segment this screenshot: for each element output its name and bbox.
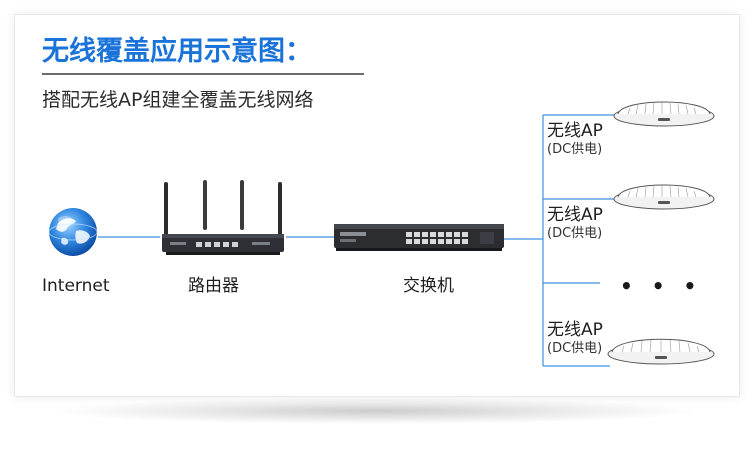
router-label: 路由器: [188, 276, 239, 296]
ap-2-power: (DC供电): [547, 226, 603, 241]
switch-label: 交换机: [403, 276, 454, 296]
ap-3-power: (DC供电): [547, 341, 603, 356]
ceiling-ap-icon: [607, 338, 715, 365]
ceiling-ap-icon: [613, 184, 715, 210]
router-icon: [162, 180, 284, 255]
more-aps-ellipsis: • • •: [620, 274, 703, 298]
router-antenna-2: [203, 180, 207, 230]
router-antenna-1: [164, 182, 168, 240]
diagram-card: [14, 14, 740, 397]
card-shadow: [55, 398, 695, 424]
ap-3-label: 无线AP (DC供电): [547, 320, 625, 357]
ceiling-ap-icon: [613, 101, 715, 127]
router-antenna-4: [278, 182, 282, 240]
router-antenna-3: [240, 180, 244, 230]
ap-2-name: 无线AP: [547, 205, 603, 225]
ap-2-label: 无线AP (DC供电): [547, 205, 625, 242]
diagram-subtitle: 搭配无线AP组建全覆盖无线网络: [42, 89, 314, 111]
title-underline: [42, 73, 364, 75]
internet-label: Internet: [42, 276, 110, 296]
ap-1-name: 无线AP: [547, 121, 603, 141]
globe-icon: [48, 208, 98, 256]
diagram-title: 无线覆盖应用示意图：: [42, 36, 312, 67]
switch-icon: [334, 224, 504, 251]
ap-3-name: 无线AP: [547, 320, 603, 340]
ap-1-power: (DC供电): [547, 142, 603, 157]
ap-1-label: 无线AP (DC供电): [547, 121, 625, 158]
